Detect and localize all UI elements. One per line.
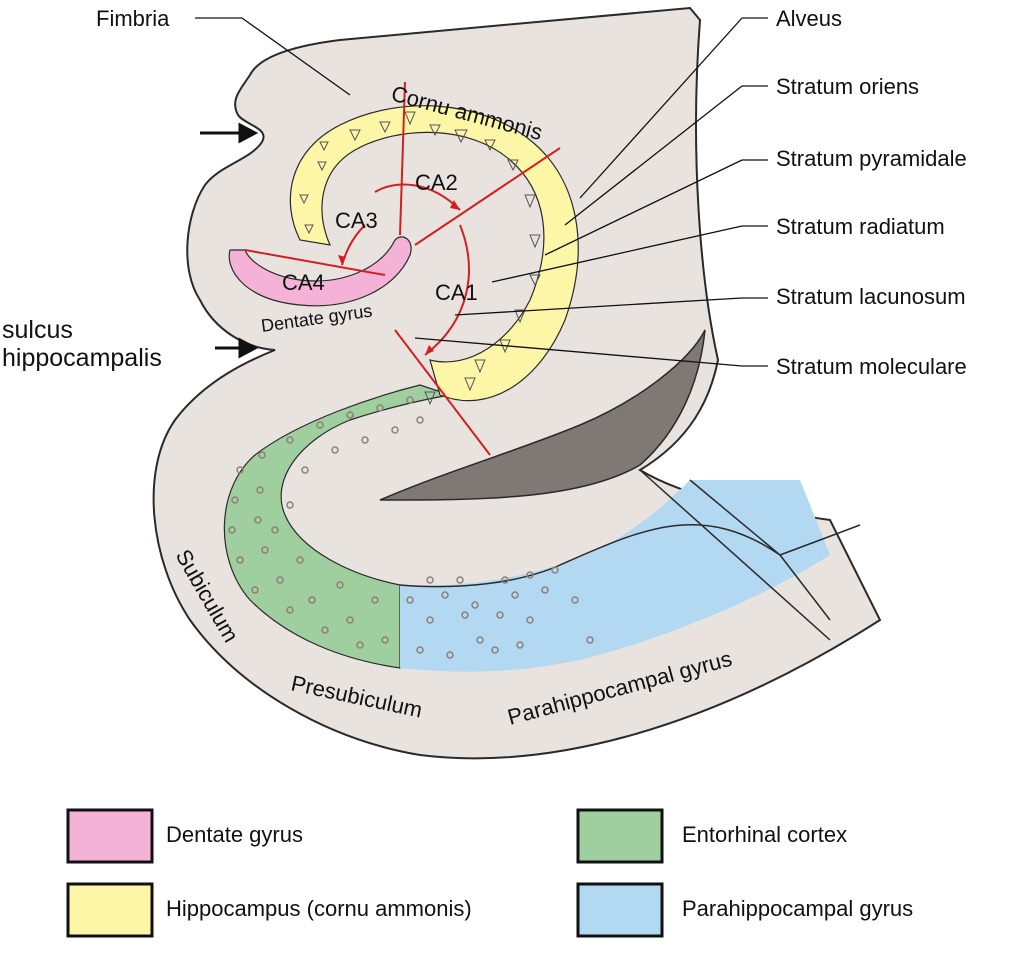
neuron-dot [276, 576, 284, 584]
ca-boundary-lines [244, 81, 561, 456]
neuron-dot [426, 576, 434, 584]
neuron-dot [286, 501, 294, 509]
neuron-dot [271, 526, 279, 534]
neuron-dot [286, 606, 294, 614]
neuron-dot [356, 641, 364, 649]
cornu-ammonis-band [289, 105, 579, 402]
label-hippocampalis: hippocampalis [2, 344, 162, 372]
neuron-dot [228, 526, 236, 534]
neuron-dot [416, 416, 424, 424]
neuron-dot [258, 451, 266, 459]
neuron-dot [371, 596, 379, 604]
neuron-dot [586, 636, 594, 644]
leader-lines [195, 17, 768, 367]
legend-label-entorhinal: Entorhinal cortex [682, 822, 847, 847]
label-stratum-radiatum: Stratum radiatum [776, 214, 945, 239]
neuron-dot [461, 611, 469, 619]
outer-layer-lines [399, 469, 861, 641]
neuron-dot [316, 421, 324, 429]
legend-swatch-dentate [66, 808, 154, 864]
inner-cleft [379, 329, 706, 501]
neuron-dot [236, 466, 244, 474]
neuron-dot [391, 426, 399, 434]
neuron-dot [251, 586, 259, 594]
neuron-dot [336, 581, 344, 589]
neuron-dot [308, 596, 316, 604]
legend-swatch-hippocampus [66, 882, 154, 938]
label-stratum-lacunosum: Stratum lacunosum [776, 284, 966, 309]
neuron-dot [256, 486, 264, 494]
label-fimbria: Fimbria [96, 6, 170, 31]
legend-label-parahippocampal: Parahippocampal gyrus [682, 896, 913, 921]
neuron-dot [516, 641, 524, 649]
neuron-dot [416, 646, 424, 654]
ca-arrowheads [338, 200, 460, 355]
neuron-dot [541, 586, 549, 594]
legend-label-hippocampus: Hippocampus (cornu ammonis) [166, 896, 472, 921]
label-stratum-pyramidale: Stratum pyramidale [776, 146, 967, 171]
neuron-dot [231, 496, 239, 504]
neuron-dot [301, 466, 309, 474]
black-arrows [200, 122, 259, 359]
legend: Dentate gyrus Entorhinal cortex Hippocam… [66, 808, 913, 938]
label-stratum-oriens: Stratum oriens [776, 74, 919, 99]
neuron-dot [406, 596, 414, 604]
neuron-dot [491, 646, 499, 654]
neuron-dot [296, 556, 304, 564]
legend-swatch-parahippocampal [576, 882, 664, 938]
neuron-dot [346, 616, 354, 624]
neuron-dot [571, 596, 579, 604]
dentate-gyrus-band [228, 236, 412, 307]
label-ca1: CA1 [435, 280, 478, 305]
label-ca2: CA2 [415, 170, 458, 195]
neuron-dot [331, 446, 339, 454]
neuron-dot [361, 436, 369, 444]
label-ca3: CA3 [335, 208, 378, 233]
neuron-dot [526, 616, 534, 624]
neuron-dots [228, 396, 594, 659]
legend-swatch-entorhinal [576, 808, 664, 864]
neuron-dot [501, 576, 509, 584]
neuron-dot [456, 576, 464, 584]
label-stratum-moleculare: Stratum moleculare [776, 354, 967, 379]
neuron-dot [406, 396, 414, 404]
neuron-dot [376, 404, 384, 412]
neuron-dot [346, 411, 354, 419]
neuron-dot [551, 566, 559, 574]
neuron-dot [446, 651, 454, 659]
neuron-dot [261, 546, 269, 554]
legend-label-dentate: Dentate gyrus [166, 822, 303, 847]
neuron-dot [471, 601, 479, 609]
neuron-dot [426, 616, 434, 624]
neuron-dot [236, 556, 244, 564]
neuron-dot [381, 636, 389, 644]
label-alveus: Alveus [776, 6, 842, 31]
neuron-dot [496, 611, 504, 619]
label-sulcus: sulcus [2, 316, 73, 344]
neuron-dot [441, 591, 449, 599]
neuron-dot [511, 591, 519, 599]
entorhinal-band [223, 384, 451, 669]
neuron-dot [254, 516, 262, 524]
neuron-dot [476, 636, 484, 644]
label-ca4: CA4 [282, 270, 325, 295]
neuron-dot [526, 571, 534, 579]
neuron-dot [321, 626, 329, 634]
neuron-dot [286, 436, 294, 444]
